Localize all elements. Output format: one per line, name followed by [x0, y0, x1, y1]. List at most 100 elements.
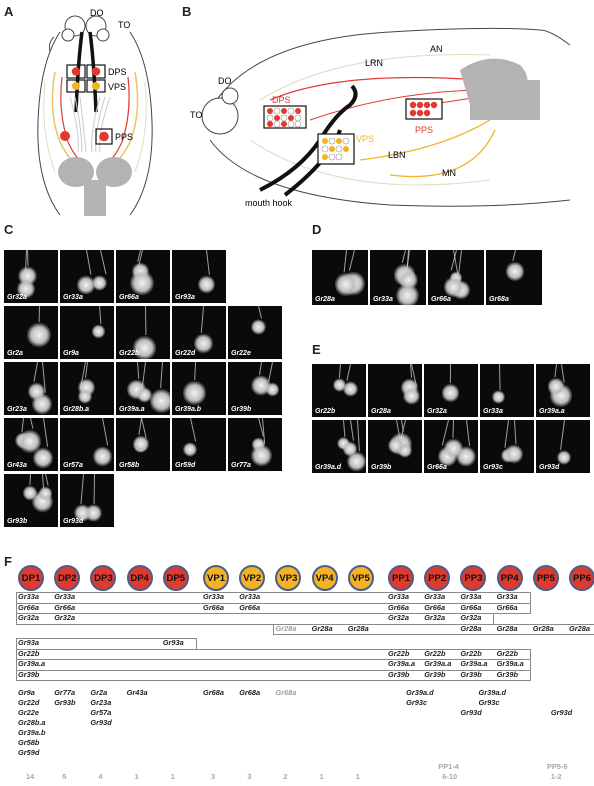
- micrograph-label: Gr39b: [371, 464, 392, 471]
- micrograph-c: Gr39a.b: [172, 362, 226, 415]
- gene-cell: Gr93a: [18, 638, 39, 647]
- micrograph-label: Gr93b: [7, 518, 28, 525]
- gene-cell: Gr66a: [496, 602, 518, 612]
- panel-d-letter: D: [312, 222, 322, 237]
- b-an-label: AN: [430, 44, 443, 54]
- micrograph-c: Gr33a: [60, 250, 114, 303]
- micrograph-c: Gr22b: [116, 306, 170, 359]
- gene-cell: Gr33a: [424, 592, 446, 601]
- ventral-nerve-cord: [84, 180, 106, 216]
- gene-cell: Gr66a: [203, 602, 224, 612]
- gene-cell: Gr66a: [424, 602, 446, 612]
- a-to-label: TO: [118, 20, 130, 30]
- b-lbn-label: LBN: [388, 150, 406, 160]
- micrograph-c: Gr39a.a: [116, 362, 170, 415]
- neuron-soma: [492, 390, 505, 404]
- neurite: [206, 250, 211, 275]
- organ-vp2: VP2: [239, 565, 266, 591]
- neurite: [38, 306, 40, 322]
- micrograph-label: Gr39a.d: [315, 464, 342, 471]
- neurite: [144, 306, 147, 336]
- neurite: [356, 420, 360, 451]
- gene-cell: Gr66a: [239, 602, 261, 612]
- micrograph-d: Gr66a: [428, 250, 484, 305]
- gene-unique: Gr93d: [90, 718, 112, 727]
- micrograph-c: Gr9a: [60, 306, 114, 359]
- micrograph-label: Gr93d: [539, 464, 560, 471]
- gene-unique: Gr68a: [239, 688, 261, 697]
- gene-unique: Gr58b: [18, 738, 40, 747]
- panel-a-schematic: DO TO DPS VPS PPS: [37, 8, 153, 216]
- neuron-soma: [130, 270, 154, 297]
- neuron-soma: [443, 275, 464, 298]
- neurite: [349, 420, 354, 441]
- neuron-count: 5: [62, 772, 67, 781]
- neurite: [98, 306, 101, 324]
- micrograph-label: Gr2a: [7, 350, 23, 357]
- organ-dp3: DP3: [90, 565, 117, 591]
- micrograph-e: Gr39a.a: [536, 364, 590, 417]
- neurite: [193, 362, 196, 381]
- micrograph-label: Gr43a: [7, 462, 27, 469]
- neurite: [93, 474, 95, 504]
- dps-box-left: [66, 64, 86, 79]
- micrograph-label: Gr77a: [231, 462, 251, 469]
- gene-cell: Gr33a: [496, 592, 518, 601]
- gene-cell: Gr22b: [460, 648, 482, 658]
- organ-pp2: PP2: [424, 565, 451, 591]
- neurite: [33, 362, 38, 382]
- neurite: [338, 364, 341, 379]
- neuron-soma: [441, 383, 460, 403]
- neurite: [136, 362, 140, 380]
- neuron-soma: [388, 437, 404, 455]
- b-do-organ: [221, 87, 239, 105]
- panel-b-letter: B: [182, 4, 192, 19]
- neurite: [343, 420, 346, 437]
- pp-group-count: 6-10: [442, 772, 458, 781]
- neuron-soma: [547, 377, 565, 396]
- vps-box-left: [66, 79, 86, 93]
- neuron-soma: [74, 503, 92, 523]
- neurite: [346, 364, 352, 381]
- micrograph-label: Gr66a: [427, 464, 447, 471]
- b-dps-label: DPS: [272, 95, 291, 105]
- neurite: [45, 474, 49, 487]
- gene-cell: Gr39a.a: [496, 659, 524, 668]
- micrograph-label: Gr68a: [489, 296, 509, 303]
- panel-a-letter: A: [4, 4, 14, 19]
- neuron-soma: [333, 378, 346, 393]
- pp-group-label: PP5-6: [546, 762, 568, 771]
- gene-unique: Gr39a.d: [406, 688, 434, 697]
- neurite: [498, 364, 501, 391]
- gene-cell: Gr39b: [460, 669, 482, 679]
- neurite: [401, 250, 406, 263]
- expression-row-box: [273, 623, 594, 635]
- neuron-soma: [133, 335, 157, 359]
- neuron-soma: [250, 318, 266, 335]
- micrograph-c: Gr39b: [228, 362, 282, 415]
- neuron-soma: [28, 381, 46, 401]
- gene-cell: Gr33a: [54, 592, 76, 601]
- neurite: [159, 362, 163, 389]
- micrograph-c: Gr2a: [4, 306, 58, 359]
- micrograph-d: Gr68a: [486, 250, 542, 305]
- pp-group-count: 1-2: [550, 772, 562, 781]
- gene-cell: Gr39a.a: [460, 659, 488, 668]
- panel-c-letter: C: [4, 222, 14, 237]
- neuron-soma: [182, 441, 197, 458]
- gene-cell: Gr39b: [18, 669, 40, 679]
- neurite: [258, 306, 263, 319]
- organ-pp3: PP3: [460, 565, 487, 591]
- gene-cell: Gr33a: [460, 592, 482, 601]
- neuron-soma: [93, 446, 112, 467]
- micrograph-label: Gr93a: [175, 294, 195, 301]
- neurite: [559, 420, 565, 451]
- a-vps-label: VPS: [108, 82, 126, 92]
- gene-cell: Gr33a: [203, 592, 224, 601]
- neuron-soma: [443, 437, 464, 459]
- gene-cell: Gr28a: [460, 623, 482, 633]
- neuron-count: 1: [170, 772, 175, 781]
- micrograph-d: Gr28a: [312, 250, 368, 305]
- micrograph-label: Gr58b: [119, 462, 140, 469]
- neuron-soma: [197, 274, 215, 294]
